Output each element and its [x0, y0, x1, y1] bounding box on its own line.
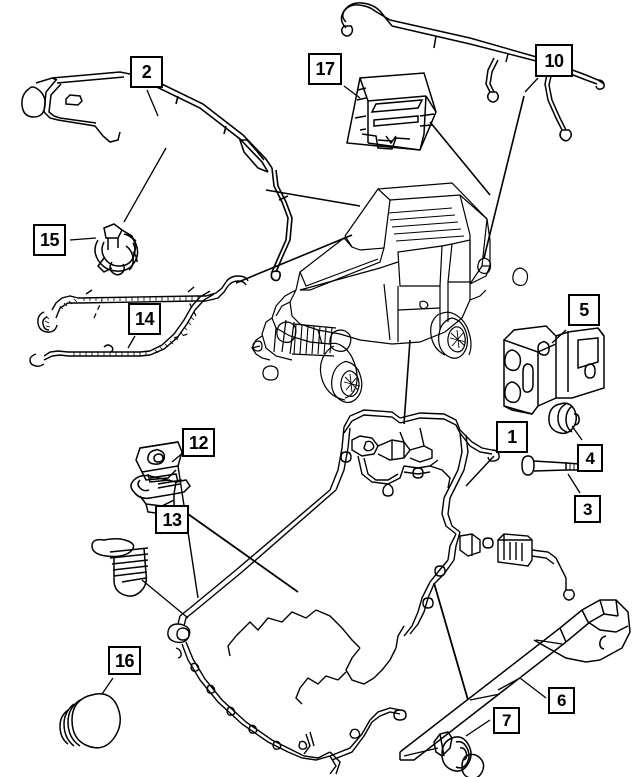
leader-line-1	[465, 455, 495, 487]
callout-2[interactable]: 2	[130, 56, 163, 88]
callout-1[interactable]: 1	[496, 421, 528, 453]
leader-1-to-vehicle	[403, 339, 411, 425]
leader-pushpin-to-harness	[141, 579, 189, 619]
leader-13-to-harness	[187, 513, 299, 593]
leader-line-7	[465, 719, 491, 737]
part-6-rocker-panel	[399, 599, 631, 761]
part-17-stop-lamp-module	[346, 72, 437, 151]
part-13-retainer-clip	[130, 473, 191, 515]
part-5-mounting-bracket	[503, 325, 605, 415]
part-7-retainer-clip	[433, 731, 485, 777]
part-14-ground-strap-lower	[29, 290, 215, 367]
part-4-grommet	[548, 402, 580, 435]
callout-12[interactable]: 12	[182, 428, 215, 457]
part-15-wiring-clip	[94, 223, 139, 276]
callout-5[interactable]: 5	[568, 294, 600, 326]
leader-6-to-panel	[497, 677, 521, 691]
leader-line-10	[524, 77, 539, 93]
callout-7[interactable]: 7	[493, 707, 520, 734]
part-16-plug-cap	[59, 693, 121, 749]
callout-13[interactable]: 13	[155, 505, 189, 534]
leader-17-to-vehicle	[429, 121, 491, 196]
leader-1-to-rocker	[433, 582, 469, 701]
leader-line-4	[571, 425, 583, 441]
leader-line-17	[343, 85, 361, 99]
leader-line-5	[551, 329, 567, 344]
leader-14-to-vehicle	[235, 234, 353, 284]
callout-15[interactable]: 15	[33, 224, 66, 256]
leader-15-to-harness	[123, 147, 167, 223]
part-2-header-harness	[21, 71, 131, 143]
leader-2-to-vehicle	[265, 189, 361, 207]
callout-3[interactable]: 3	[574, 495, 601, 523]
leader-dashes-14	[93, 299, 197, 339]
callout-6[interactable]: 6	[548, 687, 575, 714]
part-1-body-wiring-harness	[167, 409, 575, 775]
callout-17[interactable]: 17	[308, 53, 342, 85]
callout-4[interactable]: 4	[577, 444, 603, 472]
leader-line-15	[69, 237, 97, 241]
part-2-harness-main-run	[129, 69, 293, 282]
leader-line-16	[101, 677, 114, 695]
leader-line-14	[127, 335, 136, 349]
callout-10[interactable]: 10	[535, 44, 573, 77]
leader-line-2	[146, 89, 159, 117]
leader-line-6	[519, 677, 547, 699]
leader-line-3	[567, 473, 581, 494]
leader-rocker-tick-b	[535, 639, 563, 645]
callout-14[interactable]: 14	[128, 303, 161, 335]
leader-7-to-panel	[403, 747, 439, 757]
leader-10-to-vehicle	[483, 95, 525, 259]
callout-16[interactable]: 16	[108, 646, 141, 675]
leader-rocker-tick-a	[469, 693, 501, 701]
part-13-push-pin	[91, 537, 149, 597]
vehicle-illustration-jeep-wrangler	[251, 182, 529, 404]
